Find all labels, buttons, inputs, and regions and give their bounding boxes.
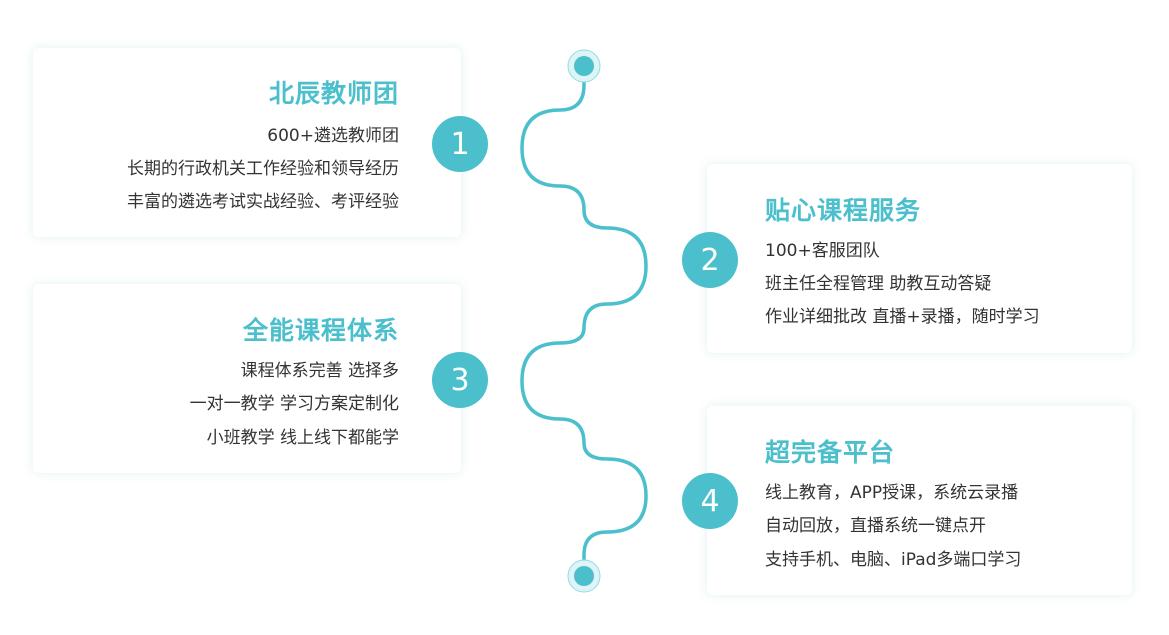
card-line: 100+客服团队 [765, 241, 880, 261]
card-platform: 超完备平台 线上教育，APP授课，系统云录播 自动回放，直播系统一键点开 支持手… [707, 406, 1132, 595]
card-line: 小班教学 线上线下都能学 [206, 428, 399, 448]
timeline-start-dot [567, 49, 601, 83]
step-number-badge: 3 [432, 352, 488, 408]
card-line: 班主任全程管理 助教互动答疑 [765, 274, 992, 294]
step-number-badge: 2 [682, 232, 738, 288]
card-line: 丰富的遴选考试实战经验、考评经验 [127, 192, 399, 212]
card-title: 全能课程体系 [242, 316, 399, 345]
card-line: 线上教育，APP授课，系统云录播 [765, 483, 1019, 503]
card-line: 长期的行政机关工作经验和领导经历 [127, 159, 399, 179]
card-title: 超完备平台 [765, 438, 896, 467]
card-curriculum: 全能课程体系 课程体系完善 选择多 一对一教学 学习方案定制化 小班教学 线上线… [33, 284, 461, 473]
card-line: 一对一教学 学习方案定制化 [189, 394, 399, 414]
card-line: 支持手机、电脑、iPad多端口学习 [765, 550, 1022, 570]
card-line: 自动回放，直播系统一键点开 [765, 516, 986, 536]
card-line: 作业详细批改 直播+录播，随时学习 [765, 307, 1040, 327]
card-line: 600+遴选教师团 [267, 126, 399, 146]
card-title: 北辰教师团 [268, 79, 399, 108]
card-teachers: 北辰教师团 600+遴选教师团 长期的行政机关工作经验和领导经历 丰富的遴选考试… [33, 48, 461, 237]
card-line: 课程体系完善 选择多 [240, 361, 399, 381]
step-number-badge: 1 [432, 116, 488, 172]
timeline-end-dot [567, 559, 601, 593]
card-title: 贴心课程服务 [765, 196, 922, 225]
card-service: 贴心课程服务 100+客服团队 班主任全程管理 助教互动答疑 作业详细批改 直播… [707, 164, 1132, 353]
step-number-badge: 4 [682, 473, 738, 529]
timeline-curve [520, 64, 648, 578]
